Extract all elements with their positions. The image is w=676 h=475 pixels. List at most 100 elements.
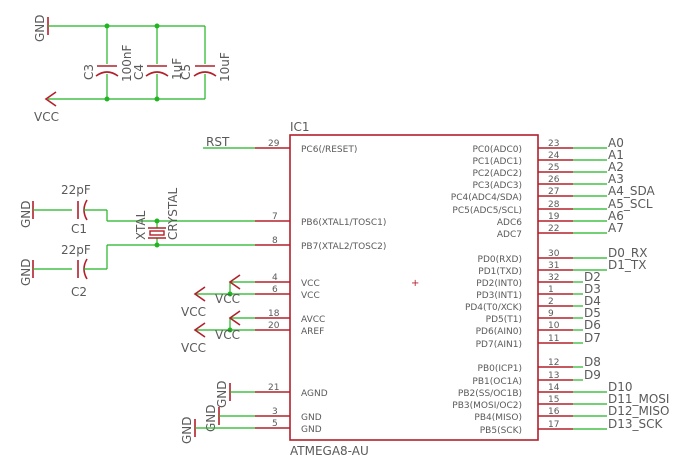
- reset-net: RST: [203, 135, 255, 149]
- pin-name: PB2(SS/OC1B): [458, 389, 522, 399]
- pin-num: 3: [272, 407, 278, 417]
- pin-num: 14: [548, 383, 560, 393]
- net-label-a6: A6: [608, 209, 624, 223]
- pin-name: PB4(MISO): [474, 413, 522, 423]
- pin-name: GND: [301, 413, 322, 423]
- pin-name: PB7(XTAL2/TOSC2): [301, 242, 386, 252]
- pin-name: PC0(ADC0): [472, 145, 522, 155]
- left-pins: 29 7 8 4 6 18 20 21 3 5 PC6(/RESET) PB6(…: [255, 139, 386, 435]
- xtal-value: CRYSTAL: [166, 187, 180, 240]
- gnd-label-3: GND: [204, 404, 218, 432]
- pin-num: 19: [548, 212, 560, 222]
- net-label-d9: D9: [584, 368, 601, 382]
- vcc-arrow: [228, 310, 241, 326]
- vcc-label: VCC: [181, 341, 206, 355]
- pin-num: 5: [272, 419, 278, 429]
- pin-name: PC3(ADC3): [472, 181, 522, 191]
- pin-num: 21: [268, 383, 279, 393]
- pin-name: AGND: [301, 389, 328, 399]
- pin-name: PD1(TXD): [478, 267, 522, 277]
- gnd-nets: GND GND GND: [180, 380, 255, 444]
- pin-num: 13: [548, 371, 559, 381]
- c4-value: 1uF: [170, 58, 184, 80]
- gnd-label-c1: GND: [19, 200, 33, 228]
- pin-num: 11: [548, 334, 559, 344]
- c2-ref: C2: [71, 285, 87, 299]
- pin-num: 2: [548, 297, 554, 307]
- pin-num: 16: [548, 407, 560, 417]
- vcc-label: VCC: [215, 292, 240, 306]
- pin-name: VCC: [301, 291, 320, 301]
- net-label-a7: A7: [608, 221, 624, 235]
- pin-name: AVCC: [301, 315, 325, 325]
- pin-num: 9: [548, 309, 554, 319]
- net-label-a1: A1: [608, 148, 624, 162]
- pin-name: PB0(ICP1): [478, 364, 522, 374]
- pin-name: VCC: [301, 279, 320, 289]
- vcc-label: VCC: [215, 328, 240, 342]
- gnd-label-agnd: GND: [215, 380, 229, 408]
- pin-name: ADC6: [497, 218, 522, 228]
- gnd-label-top: GND: [33, 14, 47, 42]
- right-pins: 23PC0(ADC0)A024PC1(ADC1)A125PC2(ADC2)A22…: [451, 136, 670, 436]
- rst-label: RST: [206, 135, 230, 149]
- net-label-a0: A0: [608, 136, 624, 150]
- gnd-label-5: GND: [180, 416, 194, 444]
- pin-name: PD6(AIN0): [476, 327, 522, 337]
- net-label-d12-miso: D12_MISO: [608, 404, 669, 418]
- pin-num: 24: [548, 151, 560, 161]
- vcc-arrow-top: [44, 91, 57, 107]
- pin-name: PB3(MOSI/OC2): [452, 401, 522, 411]
- vcc-label-top: VCC: [34, 110, 59, 124]
- vcc-arrow: [228, 274, 241, 290]
- pin-name: PD7(AIN1): [476, 340, 522, 350]
- pin-name: PC4(ADC4/SDA): [451, 193, 522, 203]
- pin-name: PB5(SCK): [480, 426, 522, 436]
- pin-name: PD4(T0/XCK): [465, 303, 522, 313]
- pin-num: 27: [548, 187, 559, 197]
- pin-name: PC5(ADC5/SCL): [452, 206, 522, 216]
- net-label-d5: D5: [584, 306, 601, 320]
- ic-atmega8: IC1 ATMEGA8-AU +: [289, 120, 539, 458]
- net-label-d13-sck: D13_SCK: [608, 417, 664, 431]
- pin-name: GND: [301, 425, 322, 435]
- pin-num: 18: [268, 309, 280, 319]
- ic-origin-mark: +: [411, 278, 419, 289]
- c5-value: 10uF: [218, 52, 232, 82]
- c5-ref: C5: [179, 64, 193, 80]
- pin-num: 15: [548, 395, 559, 405]
- net-label-d7: D7: [584, 331, 601, 345]
- pin-num: 29: [268, 139, 280, 149]
- pin-name: ADC7: [497, 230, 522, 240]
- c3-value: 100nF: [120, 44, 134, 82]
- gnd-label-c2: GND: [19, 258, 33, 286]
- capacitor-c3: [95, 65, 119, 77]
- net-label-a4-sda: A4_SDA: [608, 184, 655, 198]
- pin-num: 30: [548, 249, 560, 259]
- pin-num: 12: [548, 358, 559, 368]
- crystal-symbol: [148, 227, 166, 239]
- net-label-d3: D3: [584, 282, 601, 296]
- c1-value: 22pF: [61, 183, 91, 197]
- net-label-a5-scl: A5_SCL: [608, 197, 653, 211]
- pin-name: PD2(INT0): [476, 279, 522, 289]
- pin-name: AREF: [301, 327, 324, 337]
- vcc-label: VCC: [181, 305, 206, 319]
- pin-name: PB6(XTAL1/TOSC1): [301, 218, 386, 228]
- net-label-d8: D8: [584, 355, 601, 369]
- pin-num: 1: [548, 285, 554, 295]
- decoupling-section: GND C3 100nF C4 1uF C5 10uF: [33, 14, 232, 124]
- capacitor-c4: [145, 65, 169, 77]
- net-label-d4: D4: [584, 294, 601, 308]
- ic-body: [289, 134, 539, 441]
- pin-num: 25: [548, 163, 559, 173]
- pin-num: 28: [548, 200, 560, 210]
- pin-name: PD5(T1): [486, 315, 522, 325]
- xtal-ref: XTAL: [134, 210, 148, 240]
- pin-name: PC1(ADC1): [472, 157, 522, 167]
- c1-ref: C1: [71, 222, 87, 236]
- pin-num: 20: [268, 321, 280, 331]
- pin-num: 23: [548, 139, 559, 149]
- pin-num: 6: [272, 285, 278, 295]
